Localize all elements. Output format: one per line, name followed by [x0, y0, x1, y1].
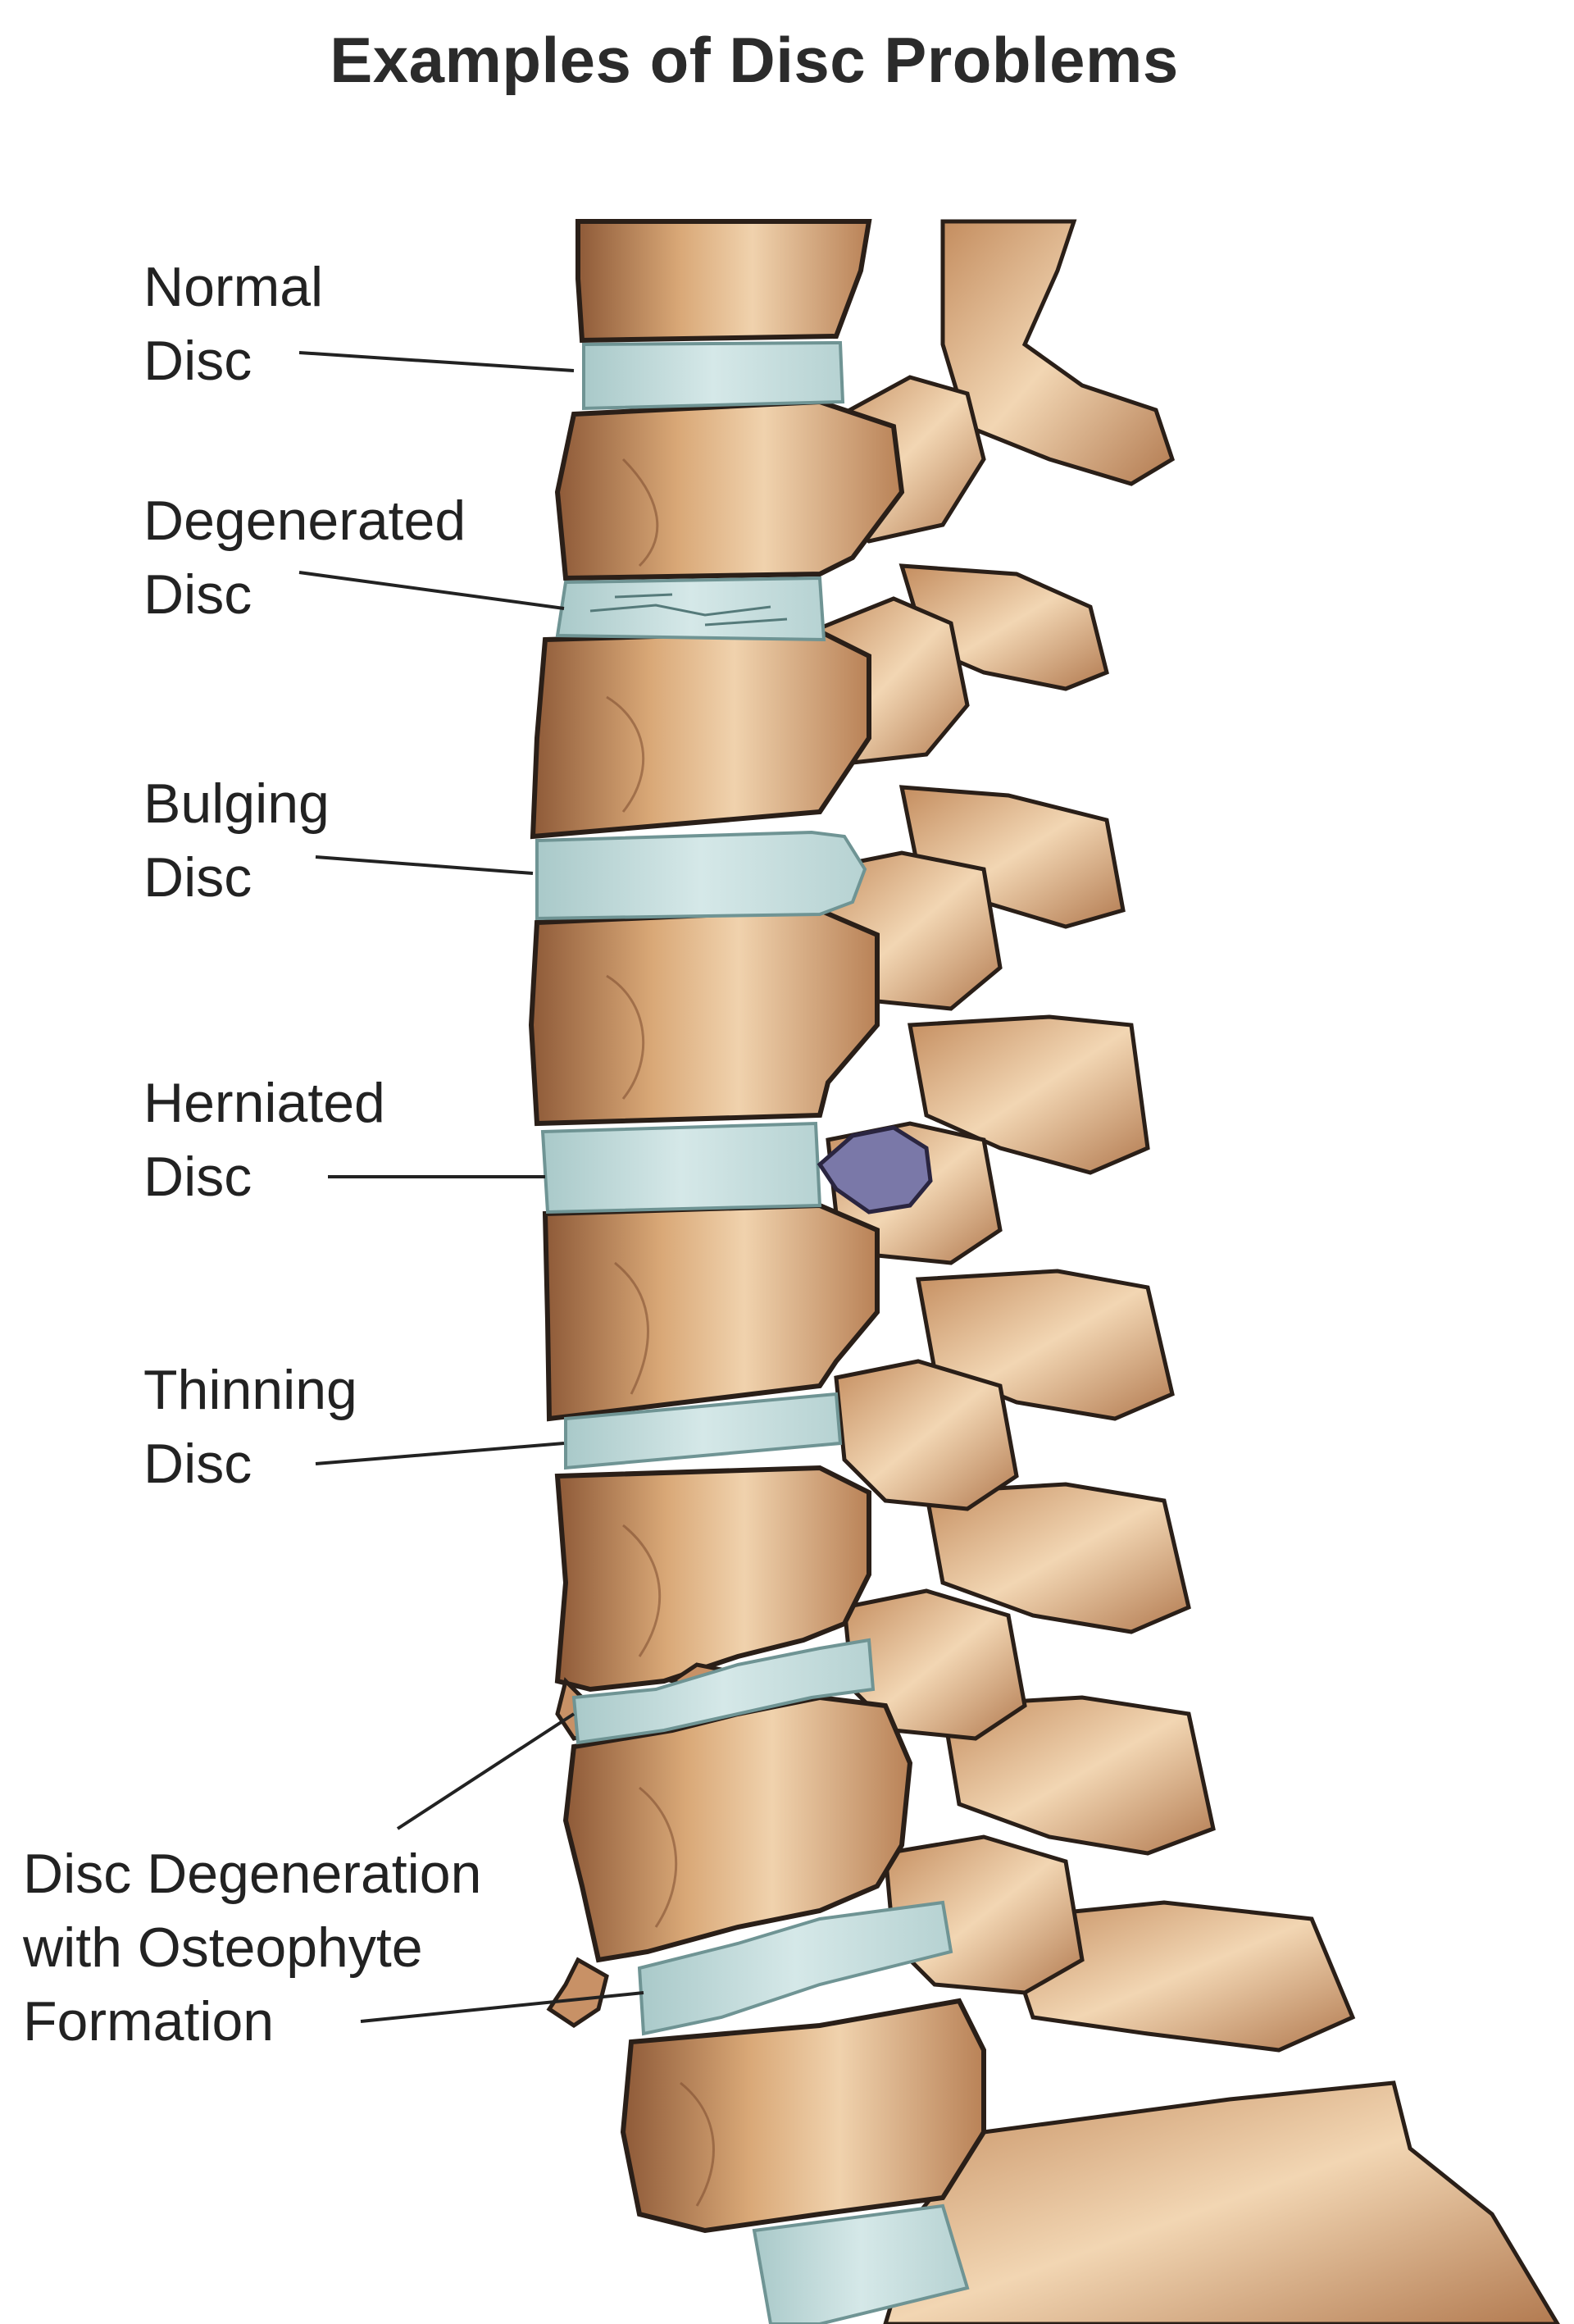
degeneration-cracks [589, 593, 788, 627]
label-normal-line1: Normal [143, 256, 324, 318]
label-thinning-disc: Thinning Disc [143, 1353, 357, 1501]
leader-osteophyte-lower [360, 1991, 644, 2023]
disc-lumbosacral [752, 2203, 970, 2324]
spinous-processes [883, 219, 1560, 2324]
leader-degenerated [298, 571, 565, 610]
bone-shading [606, 458, 715, 2207]
leader-bulging [315, 855, 534, 875]
process-4 [908, 1014, 1150, 1175]
label-normal-disc: Normal Disc [143, 250, 323, 398]
vertebra-2 [554, 399, 905, 581]
label-thinning-line1: Thinning [143, 1359, 357, 1421]
label-degenerated-line1: Degenerated [143, 490, 466, 552]
disc-normal [582, 340, 845, 411]
vertebra-6 [554, 1465, 871, 1693]
label-herniated-disc: Herniated Disc [143, 1066, 385, 1214]
label-degenerated-disc: Degenerated Disc [143, 484, 466, 631]
vertebra-1 [575, 219, 872, 344]
leader-osteophyte-upper [396, 1712, 575, 1830]
diagram-title: Examples of Disc Problems [330, 24, 1179, 96]
label-bulging-disc: Bulging Disc [143, 767, 330, 914]
disc-thinning [564, 1392, 843, 1470]
process-7 [940, 1695, 1216, 1856]
vertebra-5 [542, 1202, 880, 1422]
vertebra-3 [530, 628, 871, 840]
process-8 [997, 1900, 1356, 2053]
leader-thinning [315, 1442, 565, 1465]
herniation-bulge [817, 1125, 933, 1214]
intervertebral-discs [535, 340, 970, 2324]
label-osteophyte-disc: Disc Degeneration with Osteophyte Format… [23, 1837, 481, 2058]
process-6 [924, 1482, 1191, 1634]
label-osteophyte-line2: with Osteophyte [23, 1916, 423, 1979]
label-osteophyte-line1: Disc Degeneration [23, 1843, 482, 1905]
label-normal-line2: Disc [143, 330, 252, 392]
label-osteophyte-line3: Formation [23, 1990, 275, 2053]
label-bulging-line2: Disc [143, 846, 252, 909]
label-herniated-line2: Disc [143, 1146, 252, 1208]
leader-lines [298, 351, 644, 2023]
vertebral-bodies [528, 219, 986, 2234]
vertebra-8 [620, 1998, 986, 2234]
disc-herniated [540, 1121, 822, 1214]
disc-osteophyte-lower [637, 1900, 953, 2036]
label-bulging-line1: Bulging [143, 772, 330, 835]
disc-osteophyte-upper [571, 1638, 876, 1745]
label-degenerated-line2: Disc [143, 563, 252, 626]
vertebra-4 [528, 907, 880, 1127]
disc-degenerated [555, 576, 826, 642]
label-thinning-line2: Disc [143, 1433, 252, 1495]
disc-bulging [535, 830, 867, 921]
leader-normal [298, 351, 575, 372]
label-herniated-line1: Herniated [143, 1072, 385, 1134]
